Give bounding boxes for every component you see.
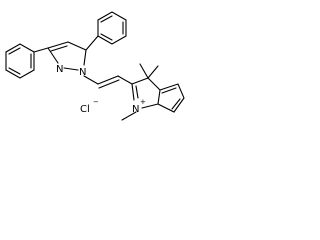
indolium-n-label: N	[132, 104, 139, 115]
chemical-structure-diagram: N N N + Cl −	[5, 11, 185, 121]
indolium-plus-charge: +	[140, 98, 146, 106]
vinyl-linker	[83, 75, 133, 89]
chloride-label: Cl	[80, 104, 90, 115]
pyrazole-n1-label: N	[79, 67, 86, 78]
pyrazole-ring	[33, 41, 87, 71]
indolium-benzene-ring	[157, 83, 185, 113]
phenyl-ring-top	[85, 11, 127, 51]
phenyl-ring-left	[5, 43, 35, 79]
chloride-minus-charge: −	[93, 98, 99, 106]
indolium-five-ring	[121, 63, 161, 121]
pyrazole-n2-label: N	[56, 64, 63, 75]
